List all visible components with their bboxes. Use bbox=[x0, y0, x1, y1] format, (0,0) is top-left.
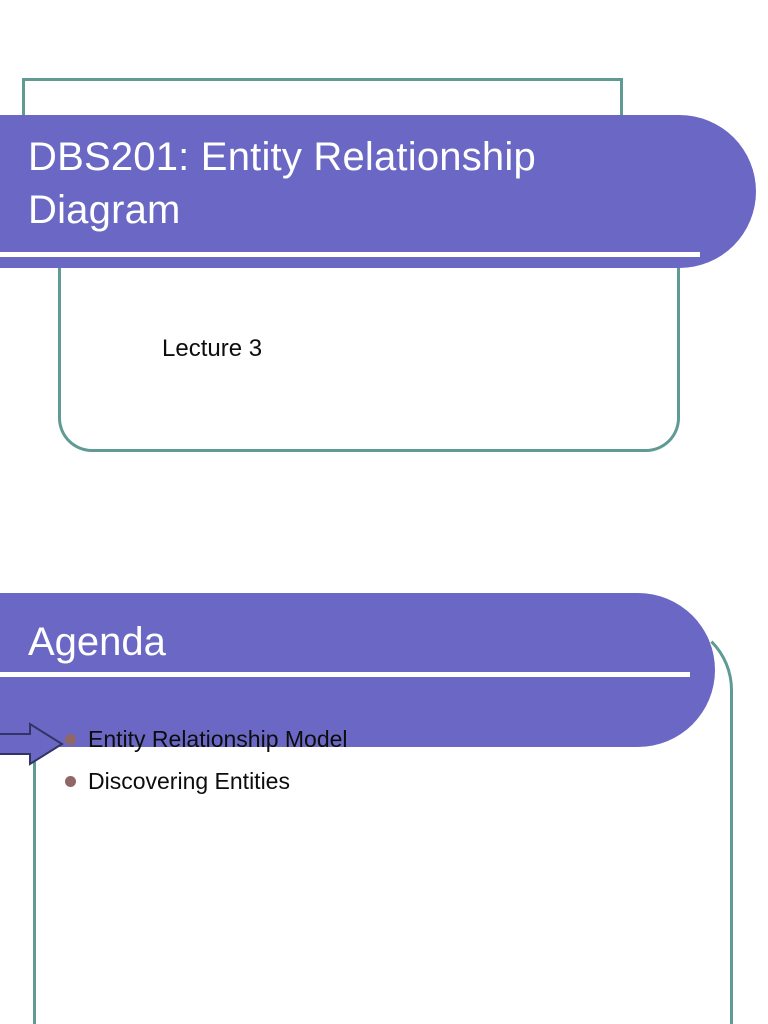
slide-subtitle: Lecture 3 bbox=[162, 335, 263, 362]
slide-agenda: Agenda Entity Relationship Model Discove… bbox=[0, 560, 768, 1024]
slide-title: DBS201: Entity Relationship Diagram Lect… bbox=[0, 78, 756, 452]
agenda-banner: Agenda bbox=[0, 593, 715, 747]
agenda-bullet-list: Entity Relationship Model Discovering En… bbox=[60, 718, 660, 802]
page-title: DBS201: Entity Relationship Diagram bbox=[28, 135, 536, 232]
bullet-dot-icon bbox=[65, 734, 76, 745]
agenda-banner-rule bbox=[0, 672, 690, 677]
decorative-rail-right-curve bbox=[660, 620, 733, 740]
decorative-rail-left bbox=[33, 688, 36, 1024]
decorative-frame-top bbox=[22, 78, 623, 138]
decorative-rail-right bbox=[730, 730, 733, 1024]
bullet-dot-icon bbox=[65, 776, 76, 787]
right-arrow-icon bbox=[0, 722, 64, 766]
list-item[interactable]: Discovering Entities bbox=[60, 760, 660, 802]
title-banner-rule bbox=[0, 252, 700, 257]
title-banner: DBS201: Entity Relationship Diagram bbox=[0, 115, 756, 268]
agenda-title: Agenda bbox=[28, 620, 166, 664]
list-item-label: Entity Relationship Model bbox=[88, 726, 348, 752]
list-item[interactable]: Entity Relationship Model bbox=[60, 718, 660, 760]
list-item-label: Discovering Entities bbox=[88, 768, 290, 794]
